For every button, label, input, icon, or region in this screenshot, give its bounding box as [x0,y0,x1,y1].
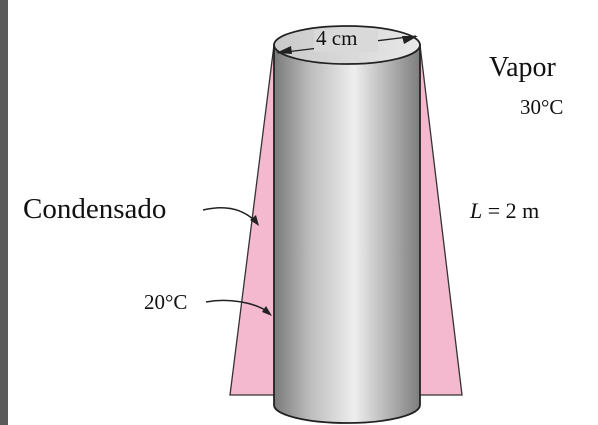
diameter-label-backdrop [314,30,378,52]
length-label: L = 2 m [470,200,539,222]
condensate-label: Condensado [23,193,167,225]
vapor-temperature: 30°C [520,95,564,119]
diameter-label: 4 cm [316,26,358,50]
condensate-leader-arrow [250,215,259,226]
cylinder-body [273,44,421,424]
diameter-arrow-right [402,36,418,44]
wall-temp-leader-arrow [262,306,272,316]
vapor-label: Vapor [489,52,556,83]
length-variable: L [470,198,483,223]
wall-temperature: 20°C [144,290,188,314]
left-edge-bar [0,0,8,425]
condensate-leader-line [202,206,258,224]
diameter-arrow-left [276,46,292,54]
length-value: = 2 m [487,198,540,223]
